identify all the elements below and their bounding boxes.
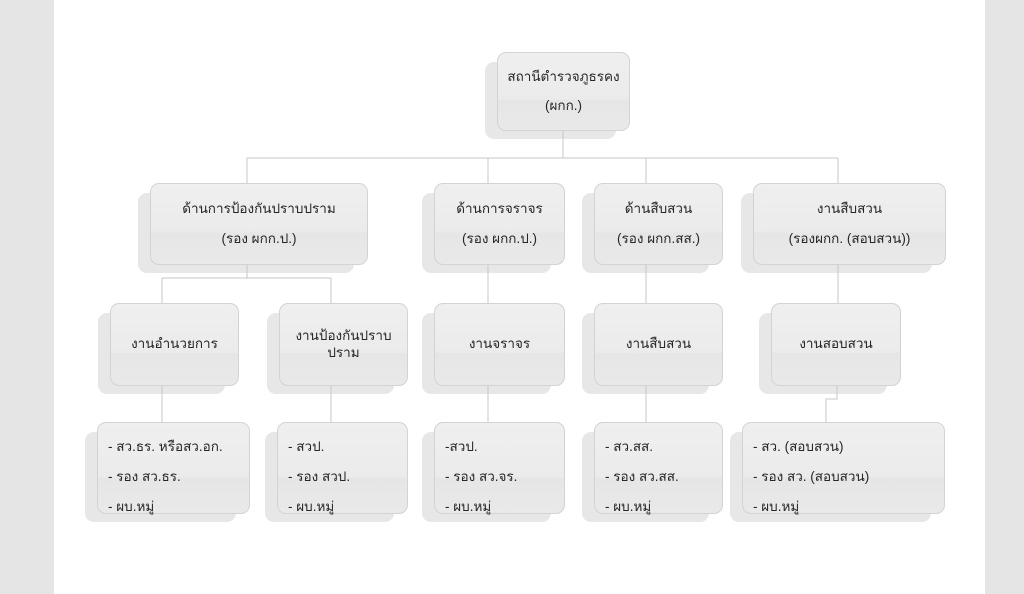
node-subtitle: (รอง ผกก.ป.) [461, 230, 538, 246]
node-title: งานอำนวยการ [131, 336, 218, 352]
node-admin-staff-list: - สว.ธร. หรือสว.อก. - รอง สว.ธร. - ผบ.หม… [97, 422, 250, 514]
node-traffic-unit: งานจราจร [434, 303, 565, 386]
staff-item: - รอง สว.สส. [605, 469, 679, 484]
node-subtitle: (รองผกก. (สอบสวน)) [788, 230, 911, 246]
connector-inquiry-staff-jog [825, 386, 838, 422]
staff-item: - รอง สว.จร. [445, 469, 518, 484]
node-title: งานสอบสวน [799, 336, 873, 352]
node-subtitle: (รอง ผกก.สส.) [617, 230, 700, 246]
staff-item: - ผบ.หมู่ [108, 499, 155, 514]
node-title: สถานีตำรวจภูธรคง [507, 68, 620, 84]
staff-item: - สว. (สอบสวน) [753, 439, 844, 454]
node-traffic-division: ด้านการจราจร (รอง ผกก.ป.) [434, 183, 565, 265]
node-prevention-staff-list: - สวป. - รอง สวป. - ผบ.หมู่ [277, 422, 408, 514]
node-investigation-unit: งานสืบสวน [594, 303, 723, 386]
node-prevention-unit: งานป้องกันปราบปราม [279, 303, 408, 386]
org-chart-canvas: สถานีตำรวจภูธรคง (ผกก.) ด้านการป้องกันปร… [54, 0, 985, 594]
node-inquiry-staff-list: - สว. (สอบสวน) - รอง สว. (สอบสวน) - ผบ.ห… [742, 422, 945, 514]
connector-prevention-children [161, 265, 332, 303]
node-traffic-staff-list: -สวป. - รอง สว.จร. - ผบ.หมู่ [434, 422, 565, 514]
node-title: ด้านการป้องกันปราบปราม [182, 201, 336, 217]
staff-item: - รอง สว. (สอบสวน) [753, 469, 870, 484]
node-subtitle: (ผกก.) [545, 98, 582, 113]
node-title: งานสืบสวน [625, 336, 692, 352]
node-inquiry-unit: งานสอบสวน [771, 303, 901, 386]
node-subtitle: (รอง ผกก.ป.) [221, 230, 297, 246]
node-admin-unit: งานอำนวยการ [110, 303, 239, 386]
staff-item: - สว.ธร. หรือสว.อก. [108, 439, 223, 454]
node-investigation-division: ด้านสืบสวน (รอง ผกก.สส.) [594, 183, 723, 265]
node-title: งานสืบสวน [816, 201, 883, 217]
node-title: ด้านการจราจร [456, 201, 543, 217]
node-investigation-staff-list: - สว.สส. - รอง สว.สส. - ผบ.หมู่ [594, 422, 723, 514]
staff-item: - รอง สวป. [288, 469, 351, 484]
staff-item: - สวป. [288, 439, 325, 454]
staff-item: - ผบ.หมู่ [445, 499, 492, 514]
connector-root-rail [246, 131, 839, 183]
staff-item: - ผบ.หมู่ [288, 499, 335, 514]
staff-item: -สวป. [445, 439, 478, 454]
node-title: งานจราจร [468, 336, 531, 352]
staff-item: - ผบ.หมู่ [605, 499, 652, 514]
node-police-station: สถานีตำรวจภูธรคง (ผกก.) [497, 52, 630, 131]
staff-item: - ผบ.หมู่ [753, 499, 800, 514]
node-title: งานป้องกันปราบปราม [295, 328, 392, 360]
staff-item: - รอง สว.ธร. [108, 469, 181, 484]
connector-lines [161, 131, 839, 422]
node-inquiry-division: งานสืบสวน (รองผกก. (สอบสวน)) [753, 183, 946, 265]
node-title: ด้านสืบสวน [624, 201, 693, 217]
node-prevention-division: ด้านการป้องกันปราบปราม (รอง ผกก.ป.) [150, 183, 368, 265]
staff-item: - สว.สส. [605, 439, 654, 454]
